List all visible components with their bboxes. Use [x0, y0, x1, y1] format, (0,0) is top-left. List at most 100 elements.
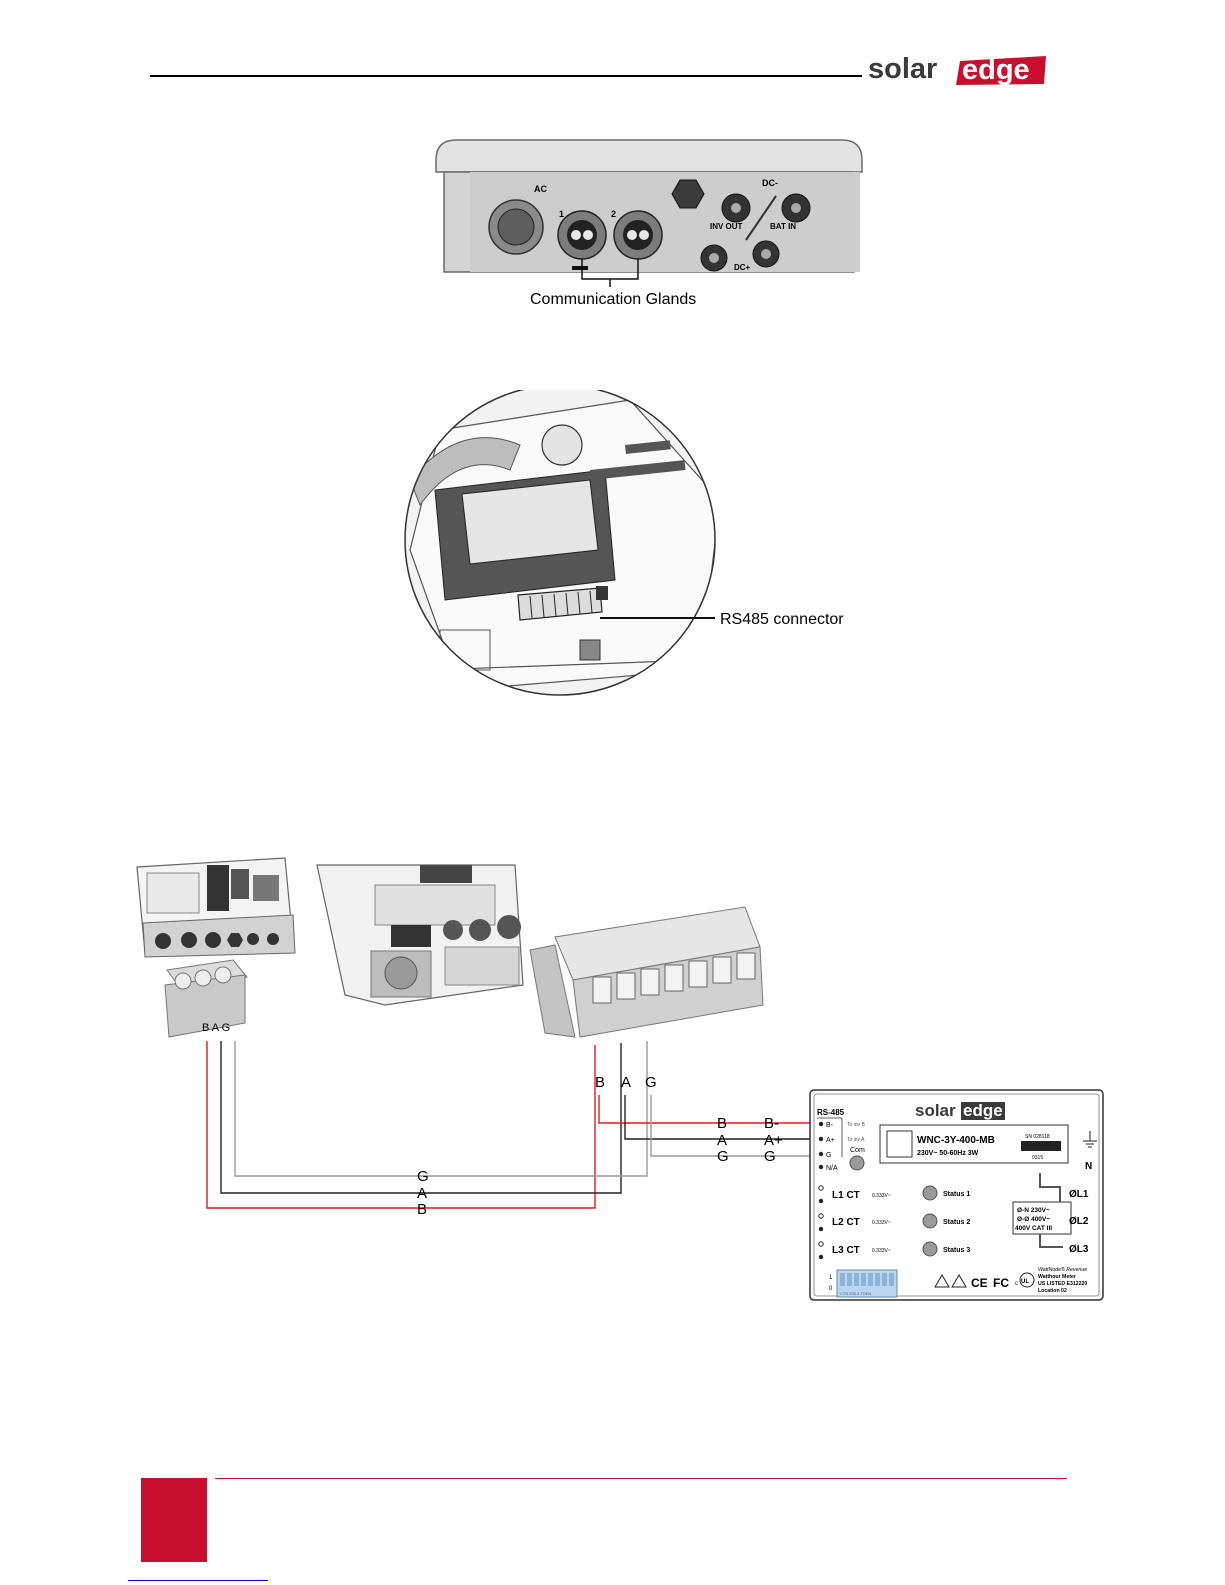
battery-holder	[541, 424, 583, 466]
header-rule	[150, 75, 862, 77]
ul-mark: UL	[1021, 1279, 1029, 1285]
meter-wire-a-label: A	[717, 1132, 727, 1149]
caution-icon	[951, 1274, 967, 1288]
connection-unit-terminal-block	[164, 959, 248, 1038]
logo-accent-shape	[956, 56, 1046, 85]
meter-pin-a: A+	[826, 1137, 835, 1144]
meter-logo-edge: edge	[963, 1101, 1003, 1120]
solaredge-logo: solar edge	[868, 53, 1046, 86]
rs485-plug	[596, 586, 608, 600]
inverter-rs485-terminal-block	[529, 906, 764, 1038]
meter-listing-3: US LISTED E312220	[1038, 1281, 1087, 1287]
meter-listing-2: Watthour Meter	[1038, 1274, 1076, 1280]
vent-plug	[671, 179, 705, 209]
lcd-screen	[461, 479, 599, 565]
meter-logo-solar: solar	[915, 1101, 956, 1120]
logo-word-solar: solar	[868, 53, 937, 85]
wire-b	[206, 1041, 596, 1209]
meter-pin-g: G	[826, 1152, 831, 1159]
meter-phase-l2: ØL2	[1069, 1216, 1089, 1227]
pin-header-1	[590, 460, 686, 480]
run-wire-g-label: G	[417, 1168, 429, 1185]
logo-word-edge: edge	[962, 54, 1030, 86]
fcc-mark: FC	[993, 1276, 1009, 1290]
meter-pin-b-minus-label: B-	[764, 1115, 779, 1132]
wire-g	[234, 1041, 648, 1177]
footer-rule	[215, 1478, 1067, 1479]
meter-phase-l1: ØL1	[1069, 1189, 1089, 1200]
dc-plus-label: DC+	[734, 263, 751, 272]
meter-pin-b: B-	[826, 1122, 834, 1129]
run-wire-a-label: A	[417, 1185, 427, 1202]
wire-g-meter	[650, 1095, 810, 1157]
meter-dip-caption: CTS 208-9 TDEN	[840, 1291, 871, 1296]
meter-status-1: Status 1	[943, 1191, 970, 1198]
ul-mark-circle	[1019, 1272, 1035, 1288]
meter-listing-1: WattNode® Revenue	[1038, 1266, 1087, 1273]
meter-serial: SN 028118	[1025, 1134, 1050, 1140]
meter-rating: 230V~ 50-60Hz 3W	[917, 1150, 979, 1157]
meter-l3-ct: L3 CT	[832, 1245, 860, 1256]
block-wire-a-label: A	[621, 1074, 631, 1091]
run-wire-b-label: B	[417, 1201, 427, 1218]
meter-voltage-line-1: Ø-N 230V~	[1017, 1207, 1050, 1214]
meter-ct1-voltage: 0.333V~	[872, 1193, 891, 1199]
meter-com-led	[849, 1155, 865, 1171]
enclosure-lid	[435, 139, 863, 173]
connection-unit-illustration	[136, 857, 296, 958]
ground-icon	[1083, 1131, 1097, 1148]
meter-ct2-voltage: 0.333V~	[872, 1220, 891, 1226]
ce-mark: CE	[971, 1276, 988, 1290]
detail-circle	[404, 390, 716, 696]
cable-bundle	[409, 437, 521, 507]
pin-header-2	[625, 440, 671, 454]
meter-pin-na: N/A	[826, 1165, 838, 1172]
meter-barcode	[1021, 1141, 1061, 1151]
meter-wire-g-label: G	[717, 1148, 729, 1165]
inverter-illustration	[316, 864, 524, 1006]
meter-voltage-line-3: 400V CAT III	[1015, 1225, 1052, 1232]
ac-label: AC	[534, 184, 547, 194]
meter-pin-g-label: G	[764, 1148, 776, 1165]
communication-glands-callout: Communication Glands	[530, 291, 696, 308]
meter-listing-4: Location 02	[1038, 1288, 1067, 1294]
block-wire-b-label: B	[595, 1074, 605, 1091]
meter-model: WNC-3Y-400-MB	[917, 1135, 995, 1146]
footer-red-block	[141, 1478, 207, 1562]
meter-rs485-label: RS-485	[817, 1108, 845, 1117]
inv-out-label: INV OUT	[710, 222, 743, 231]
meter-status-3: Status 3	[943, 1247, 970, 1254]
wiring	[206, 1041, 810, 1209]
meter-note-inv-a: To inv A	[847, 1137, 865, 1143]
meter-pin-a-plus-label: A+	[764, 1132, 783, 1149]
energy-meter: RS-485 B- A+ G N/A To inv B To inv A Com…	[809, 1089, 1104, 1301]
meter-status-1-led	[922, 1185, 938, 1201]
wire-a	[220, 1041, 622, 1194]
meter-com-label: Com	[850, 1147, 865, 1154]
bat-in-label: BAT IN	[770, 222, 796, 231]
meter-note-inv-b: To inv B	[847, 1122, 865, 1128]
meter-date-code: 0315	[1032, 1155, 1043, 1161]
gland-2-label: 2	[611, 209, 616, 219]
meter-wiring-diagram: B A G B A G G A B B A G	[136, 857, 1104, 1301]
meter-status-2: Status 2	[943, 1219, 970, 1226]
block-wire-g-label: G	[645, 1074, 657, 1091]
meter-ct3-voltage: 0.333V~	[872, 1248, 891, 1254]
wire-b-meter	[598, 1095, 810, 1124]
meter-status-3-led	[922, 1241, 938, 1257]
meter-wire-b-label: B	[717, 1115, 727, 1132]
rs485-terminal-block	[517, 587, 603, 621]
meter-dip-row-0: 0	[829, 1286, 833, 1292]
footer-link-underline	[128, 1580, 268, 1581]
terminal-block-bag-label: B A G	[202, 1022, 230, 1034]
meter-phase-l3: ØL3	[1069, 1244, 1089, 1255]
meter-neutral-label: N	[1085, 1161, 1092, 1172]
rs485-connector-figure: RS485 connector	[404, 390, 844, 696]
meter-l1-ct: L1 CT	[832, 1190, 860, 1201]
warning-icon	[934, 1274, 950, 1288]
ul-c-mark: c	[1015, 1281, 1018, 1287]
meter-voltage-line-2: Ø-Ø 400V~	[1017, 1216, 1050, 1223]
gland-1-label: 1	[559, 209, 564, 219]
meter-status-2-led	[922, 1213, 938, 1229]
wire-a-meter	[624, 1095, 810, 1140]
